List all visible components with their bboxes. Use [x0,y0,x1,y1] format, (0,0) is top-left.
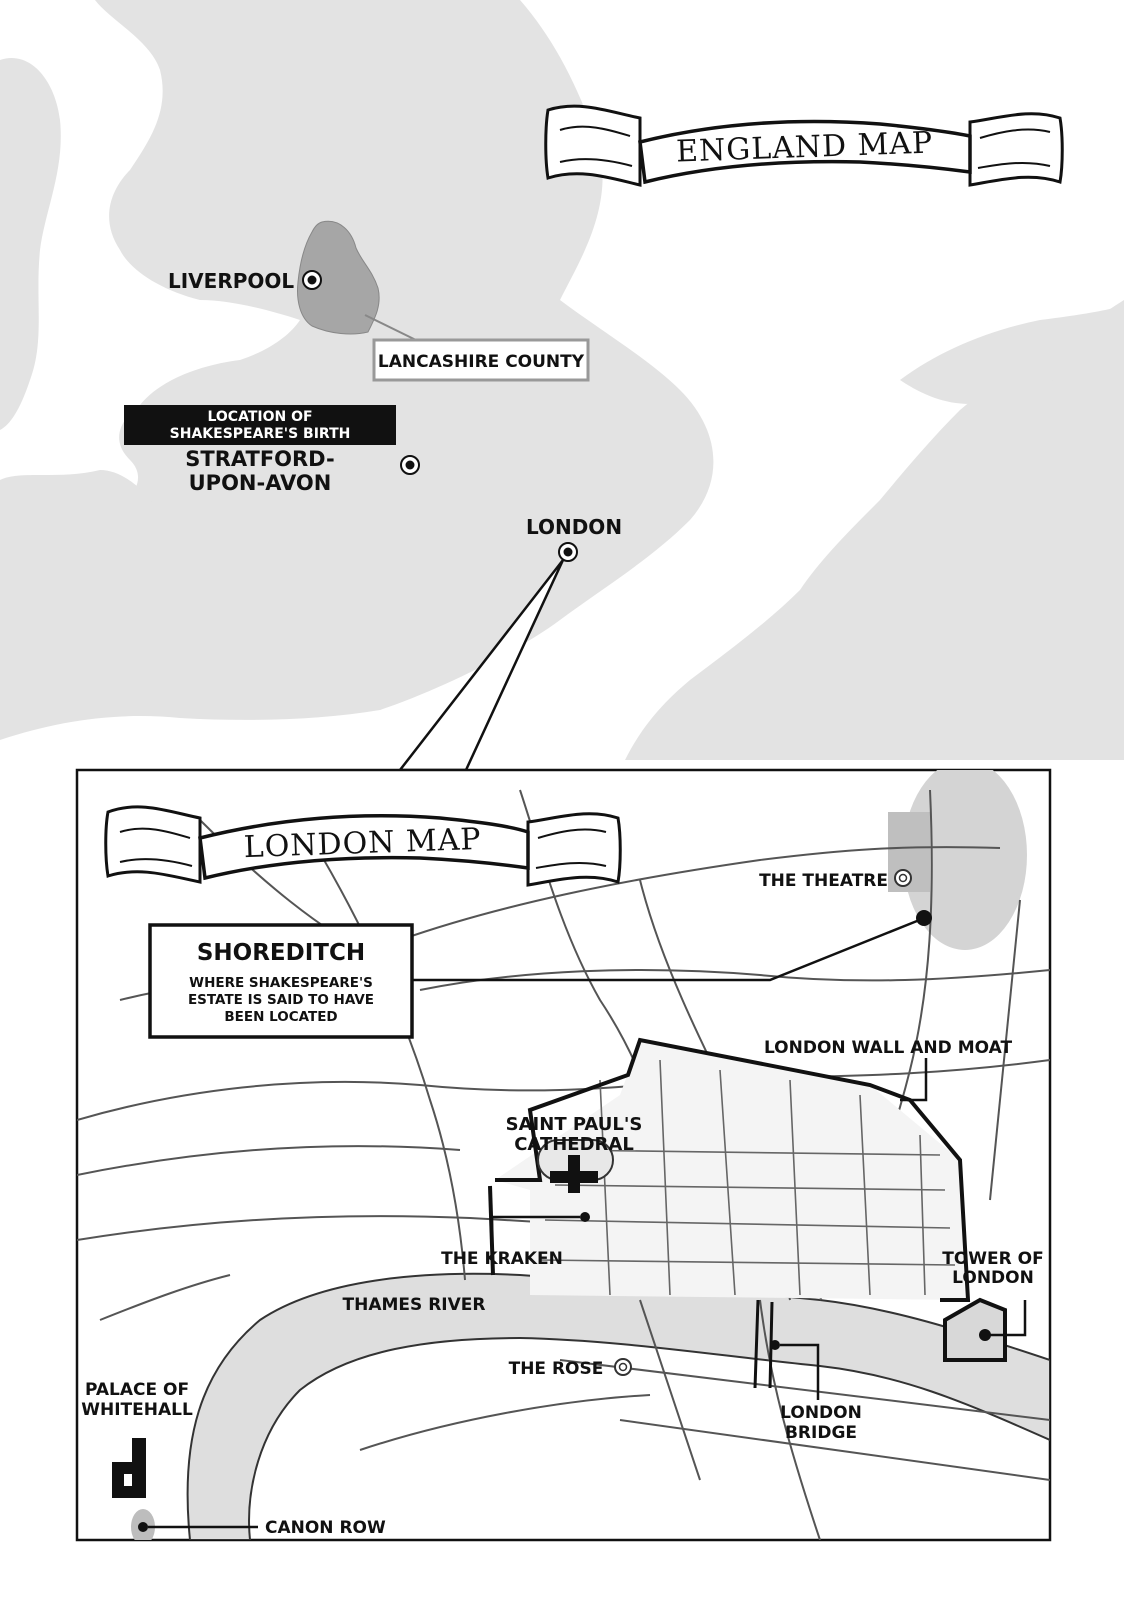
birth-caption-line1: LOCATION OF [207,409,312,425]
lancashire-leader [364,314,421,343]
label-london-bridge-line2: BRIDGE [785,1423,857,1443]
london-map-banner: LONDON MAP [104,805,622,887]
label-st-pauls-line2: CATHEDRAL [514,1134,634,1155]
label-canon-row: CANON ROW [265,1518,386,1538]
label-stratford-line1: STRATFORD- [185,447,334,471]
label-st-pauls-line1: SAINT PAUL'S [506,1114,643,1135]
europe-landmass [625,300,1124,760]
label-palace-of-whitehall-line2: WHITEHALL [81,1400,193,1420]
netherlands-coast [900,305,1124,404]
england-map: ENGLAND MAP LIVERPOOL LANCASHIRE COUNTY … [0,0,1124,772]
label-stratford-line2: UPON-AVON [189,471,332,495]
marker-the-rose [614,1358,632,1376]
london-bridge-marker [770,1340,780,1350]
tower-of-london-marker [979,1329,991,1341]
london-wall-and-moat [495,1037,971,1302]
shoreditch-title: SHOREDITCH [197,940,365,966]
tower-leader [990,1300,1027,1337]
label-the-rose: THE ROSE [509,1359,604,1379]
marker-shoreditch [916,910,932,926]
shoreditch-leader [412,919,918,982]
lancashire-county [297,220,380,335]
london-map [77,770,1050,1540]
street-network [77,789,1050,1540]
shoreditch-desc-line3: BEEN LOCATED [224,1009,337,1025]
label-tower-of-london-line1: TOWER OF [942,1249,1044,1269]
whitehall-palace-icon [112,1438,146,1498]
marker-stratford [400,455,420,475]
label-london-wall-and-moat: LONDON WALL AND MOAT [764,1038,1013,1058]
kraken-marker [580,1212,590,1222]
birth-caption-box [124,405,396,445]
label-the-theatre: THE THEATRE [759,871,888,891]
marker-london [558,542,578,562]
label-liverpool: LIVERPOOL [168,269,294,293]
ireland-landmass [0,58,61,430]
city-of-london [495,1040,965,1300]
lancashire-label-box [372,338,590,382]
st-pauls-cross-icon [550,1155,598,1193]
london-map-title: LONDON MAP [243,822,482,865]
shoreditch-desc-line1: WHERE SHAKESPEARE'S [189,975,373,991]
shoreditch-desc-line2: ESTATE IS SAID TO HAVE [188,992,374,1008]
city-streets [539,1059,956,1296]
england-map-banner: ENGLAND MAP [544,104,1064,187]
label-london-bridge-line1: LONDON [780,1403,862,1423]
label-the-kraken: THE KRAKEN [441,1249,563,1269]
wales-landmass [0,470,163,600]
london-bridge-leader [780,1343,820,1400]
wall-leader [900,1058,928,1102]
marker-the-theatre [894,869,912,887]
shoreditch-callout: SHOREDITCH WHERE SHAKESPEARE'S ESTATE IS… [148,923,414,1039]
great-britain-landmass [0,0,714,740]
canon-row-marker [138,1522,148,1532]
label-thames-river: THAMES RIVER [343,1295,486,1315]
thames-river [186,1272,1050,1540]
label-lancashire-county: LANCASHIRE COUNTY [378,352,585,372]
label-palace-of-whitehall-line1: PALACE OF [85,1380,189,1400]
label-tower-of-london-line2: LONDON [952,1268,1034,1288]
theatre-area [903,770,1027,950]
birth-caption-line2: SHAKESPEARE'S BIRTH [170,426,351,442]
kraken-leader [490,1215,580,1248]
label-london: LONDON [526,515,622,539]
marker-liverpool [302,270,322,290]
